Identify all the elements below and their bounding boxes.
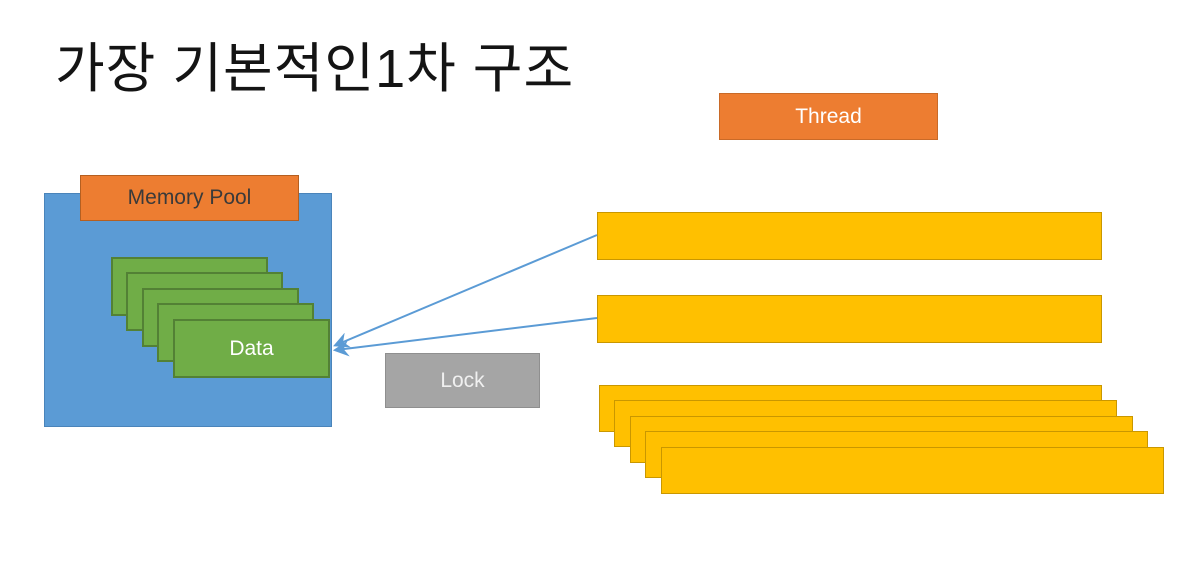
lock-label: Lock bbox=[440, 368, 485, 392]
thread-bar-stack-item bbox=[661, 447, 1164, 494]
memory-pool-title-box: Memory Pool bbox=[80, 175, 299, 221]
connector-thread-bar-1-to-data bbox=[333, 234, 598, 348]
data-box: Data bbox=[173, 319, 330, 378]
memory-pool-label: Memory Pool bbox=[127, 186, 252, 209]
slide-title: 가장 기본적인1차 구조 bbox=[55, 39, 575, 99]
data-label: Data bbox=[229, 336, 274, 360]
thread-bar-2 bbox=[597, 295, 1102, 343]
thread-label: Thread bbox=[795, 104, 862, 128]
lock-box: Lock bbox=[385, 353, 540, 408]
connector-thread-bar-2-to-data bbox=[332, 317, 598, 357]
thread-box: Thread bbox=[719, 93, 938, 140]
thread-bar-1 bbox=[597, 212, 1102, 260]
